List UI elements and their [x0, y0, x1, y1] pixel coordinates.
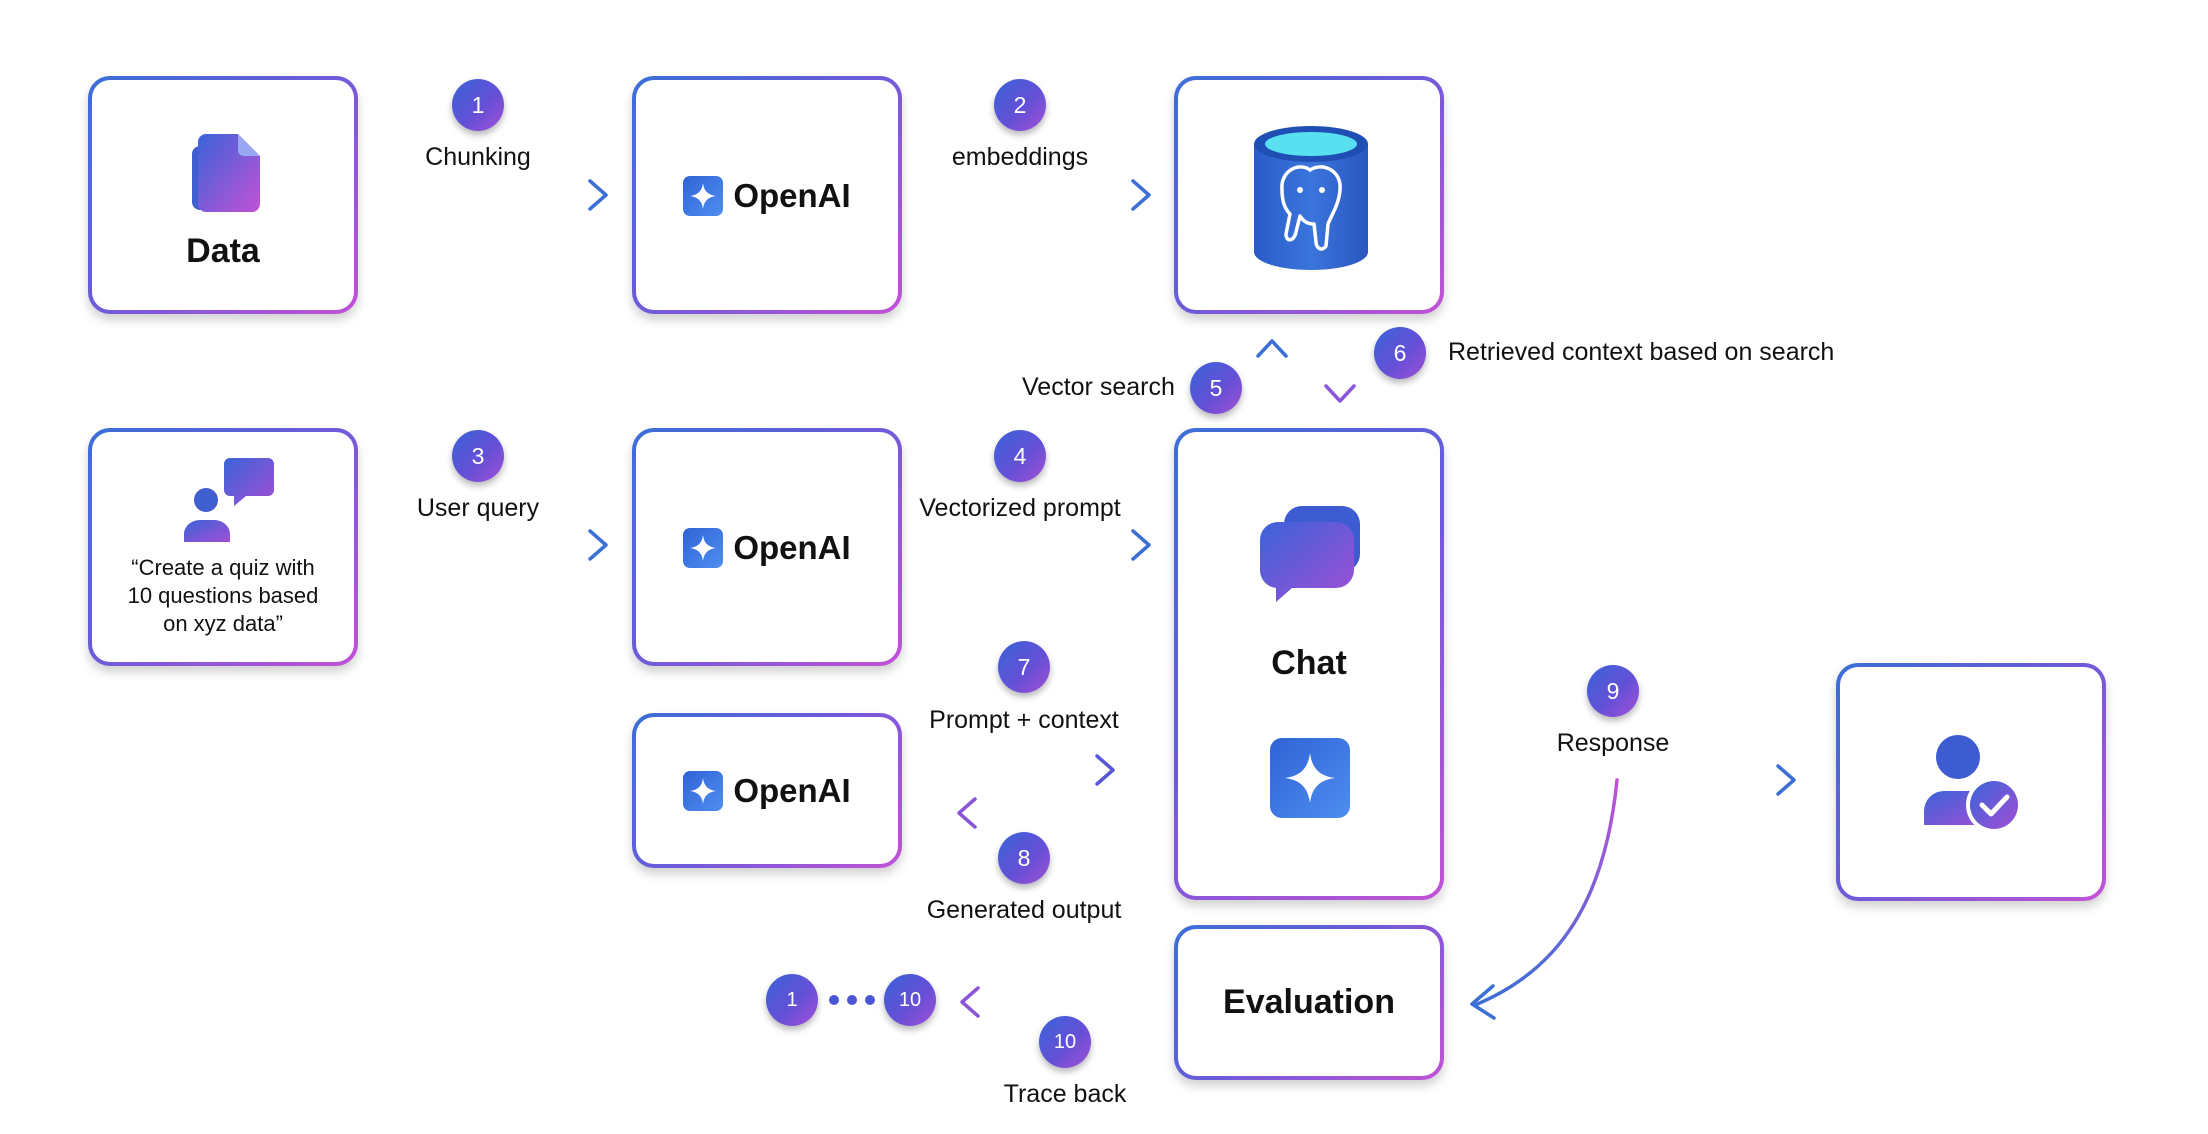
user-query-node: “Create a quiz with 10 questions based o… — [88, 428, 358, 666]
step-badge-5: 5 — [1190, 362, 1242, 414]
traceback-start-badge: 1 — [766, 974, 818, 1026]
openai-generate-node: OpenAI — [632, 713, 902, 868]
openai-embedding-node: OpenAI — [632, 76, 902, 314]
sparkle-icon — [1270, 738, 1350, 818]
chat-node: Chat — [1174, 428, 1444, 900]
arrow-retrieved-context — [1324, 314, 1356, 403]
arrow-to-evaluation — [1470, 778, 1619, 1020]
sparkle-icon — [683, 176, 724, 216]
step-badge-3: 3 — [452, 430, 504, 482]
step-label-user-query: User query — [416, 494, 540, 522]
evaluation-node: Evaluation — [1174, 925, 1444, 1080]
openai-label: OpenAI — [733, 772, 851, 809]
step-badge-4: 4 — [994, 430, 1046, 482]
arrow-vectorized-prompt — [898, 529, 1151, 561]
openai-label: OpenAI — [733, 529, 851, 566]
step-badge-1: 1 — [452, 79, 504, 131]
step-label-vector-search: Vector search — [1022, 373, 1175, 401]
step-badge-8: 8 — [998, 832, 1050, 884]
openai-label: OpenAI — [733, 177, 851, 214]
step-label-generated-output: Generated output — [926, 896, 1122, 924]
step-badge-7: 7 — [998, 641, 1050, 693]
step-label-retrieved-context: Retrieved context based on search — [1448, 338, 1835, 366]
user-check-icon — [1924, 735, 2022, 833]
step-label-embeddings: embeddings — [951, 143, 1089, 171]
postgres-node — [1174, 76, 1444, 314]
openai-vectorize-node: OpenAI — [632, 428, 902, 666]
data-node: Data — [88, 76, 358, 314]
arrow-prompt-context — [898, 754, 1115, 786]
evaluation-title: Evaluation — [1223, 983, 1395, 1021]
step-label-prompt-context: Prompt + context — [929, 706, 1119, 734]
chat-bubbles-icon — [1260, 506, 1360, 602]
step-label-response: Response — [1556, 729, 1670, 757]
step-label-trace-back: Trace back — [1003, 1080, 1127, 1108]
chat-title: Chat — [1271, 644, 1347, 682]
verified-user-node — [1836, 663, 2106, 901]
arrow-vector-search — [1256, 339, 1288, 430]
data-title: Data — [186, 232, 260, 270]
users-chat-icon — [184, 458, 274, 542]
sparkle-icon — [683, 528, 724, 568]
step-badge-2: 2 — [994, 79, 1046, 131]
traceback-ellipsis — [829, 995, 875, 1005]
arrow-generated-output — [957, 797, 1174, 829]
step-label-vectorized-prompt: Vectorized prompt — [919, 494, 1121, 522]
step-label-chunking: Chunking — [425, 143, 531, 171]
arrow-trace-back — [960, 986, 1174, 1018]
step-badge-6: 6 — [1374, 327, 1426, 379]
arrow-chunking — [354, 179, 608, 211]
step-badge-10: 10 — [1039, 1016, 1091, 1068]
document-icon — [192, 134, 260, 212]
arrow-embeddings — [898, 179, 1151, 211]
arrow-user-query — [354, 529, 608, 561]
sparkle-icon — [683, 771, 724, 811]
postgres-database-icon — [1254, 126, 1368, 270]
traceback-end-badge: 10 — [884, 974, 936, 1026]
user-query-text: “Create a quiz with 10 questions based o… — [127, 555, 319, 636]
step-badge-9: 9 — [1587, 665, 1639, 717]
